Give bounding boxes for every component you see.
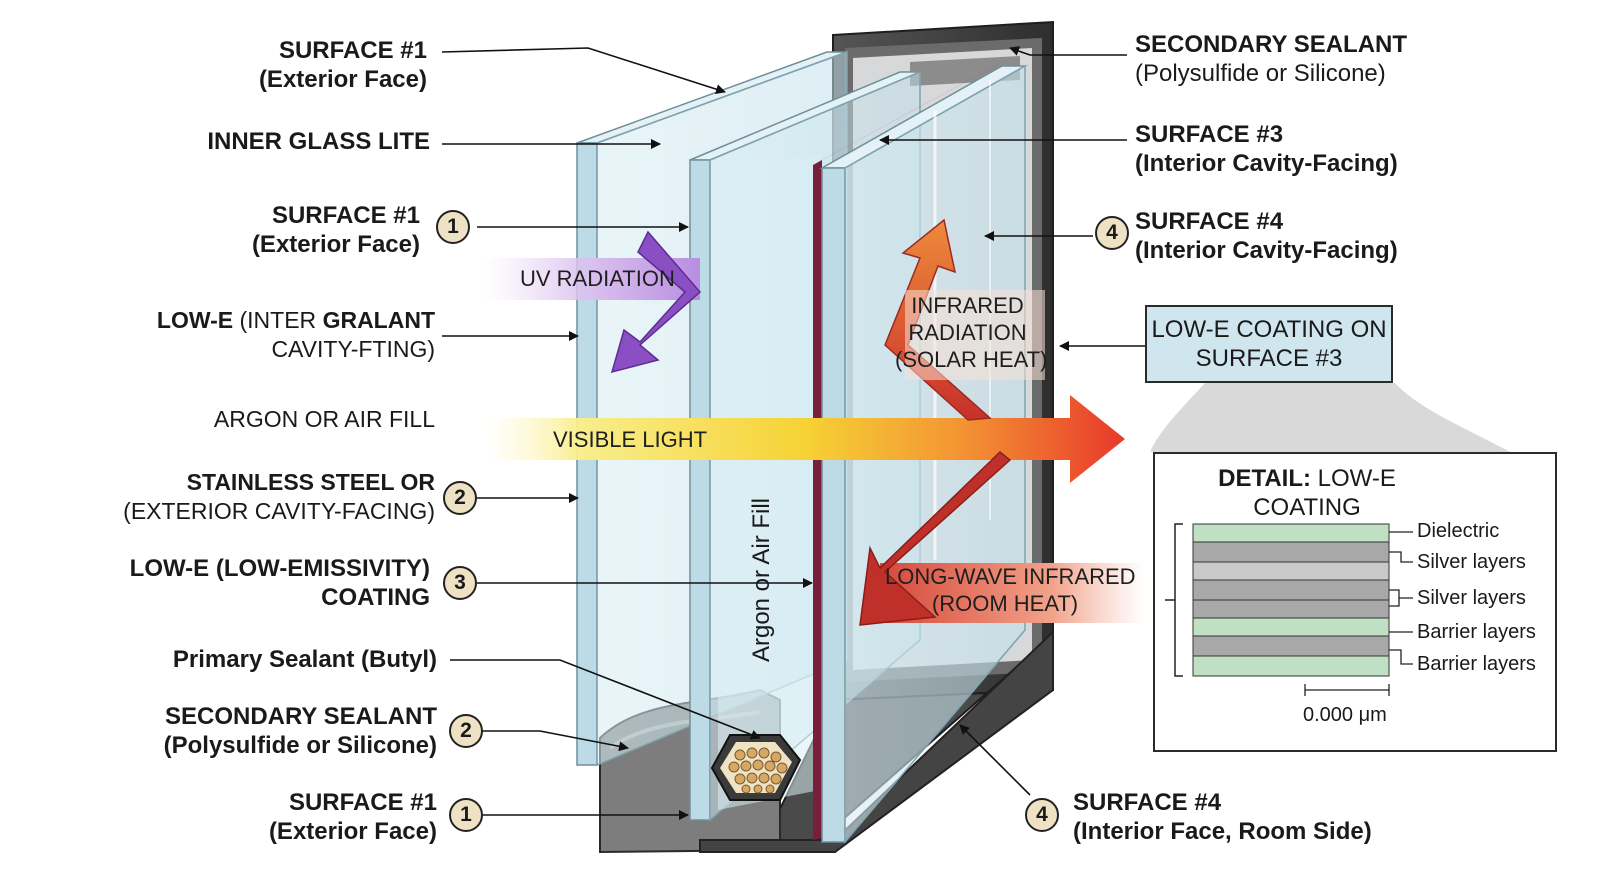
layer-label-barrier-2: Barrier layers	[1417, 653, 1536, 675]
micro-stack-layers	[1165, 523, 1413, 696]
infrared-arrow	[884, 218, 1045, 421]
uv-radiation-label: UV RADIATION	[520, 266, 675, 291]
label-surface1-mid: SURFACE #1(Exterior Face)	[251, 202, 420, 258]
stack-layer	[1192, 655, 1390, 677]
detail-micro-stack-panel: DETAIL: LOW-E COATING MICRO-STACK	[1153, 452, 1557, 752]
longwave-label: LONG-WAVE INFRARED (ROOM HEAT)	[885, 564, 1136, 616]
layer-label-barrier-1: Barrier layers	[1417, 621, 1536, 643]
badge-4-b: 4	[1025, 798, 1059, 832]
detail-callout-funnel	[1150, 383, 1510, 452]
infrared-label: INFRARED RADIATION (SOLAR HEAT)	[895, 293, 1048, 372]
badge-3: 3	[443, 566, 477, 600]
label-inner-glass-lite: INNER GLASS LITE	[207, 128, 430, 155]
label-argon-air-fill: ARGON OR AIR FILL	[213, 406, 435, 432]
label-stainless-steel: STAINLESS STEEL OR(EXTERIOR CAVITY-FACIN…	[123, 469, 435, 524]
label-secondary-sealant-right: SECONDARY SEALANT(Polysulfide or Silicon…	[1135, 31, 1408, 87]
visible-light-label: VISIBLE LIGHT	[553, 427, 708, 452]
stack-layer	[1192, 561, 1390, 581]
label-surface4-room: SURFACE #4(Interior Face, Room Side)	[1073, 789, 1372, 845]
badge-1-a: 1	[436, 210, 470, 244]
label-primary-sealant: Primary Sealant (Butyl)	[172, 646, 437, 673]
stack-layer	[1192, 599, 1390, 619]
stack-layer	[1192, 579, 1390, 601]
scale-label: 0.000 μm	[1303, 704, 1387, 726]
butyl-spacer-cross-section	[710, 734, 802, 801]
badge-2-a: 2	[443, 481, 477, 515]
visible-light-arrow	[485, 395, 1125, 483]
badge-1-b: 1	[449, 798, 483, 832]
label-secondary-sealant-left: SECONDARY SEALANT(Polysulfide or Silicon…	[163, 703, 437, 759]
stack-layer	[1192, 523, 1390, 543]
label-surface1-top: SURFACE #1(Exterior Face)	[258, 37, 427, 93]
cavity-fill-label: Argon or Air Fill	[748, 497, 775, 663]
lowe-coating-callout: LOW-E COATING ON SURFACE #3	[1145, 305, 1393, 383]
stack-layer	[1192, 541, 1390, 563]
lowe-coating-layer	[813, 62, 1002, 840]
leader-lines	[441, 46, 1145, 820]
label-surface3: SURFACE #3(Interior Cavity-Facing)	[1135, 121, 1398, 177]
stack-leaders	[1304, 531, 1413, 696]
label-surface1-bottom: SURFACE #1(Exterior Face)	[268, 789, 437, 845]
layer-label-dielectric: Dielectric	[1417, 520, 1500, 542]
label-surface4-cavity: SURFACE #4(Interior Cavity-Facing)	[1135, 208, 1398, 264]
stack-bracket	[1165, 523, 1183, 677]
stack-layer	[1192, 617, 1390, 637]
stack-layer	[1192, 635, 1390, 657]
badge-4-a: 4	[1095, 216, 1129, 250]
badge-2-b: 2	[449, 714, 483, 748]
longwave-infrared-arrow	[859, 451, 1145, 626]
layer-label-silver-2: Silver layers	[1417, 587, 1526, 609]
layer-label-silver-1: Silver layers	[1417, 551, 1526, 573]
argon-cavity	[718, 155, 820, 810]
uv-radiation-arrow	[485, 230, 702, 374]
label-lowe-emissivity: LOW-E (LOW-EMISSIVITY)COATING	[129, 555, 430, 611]
